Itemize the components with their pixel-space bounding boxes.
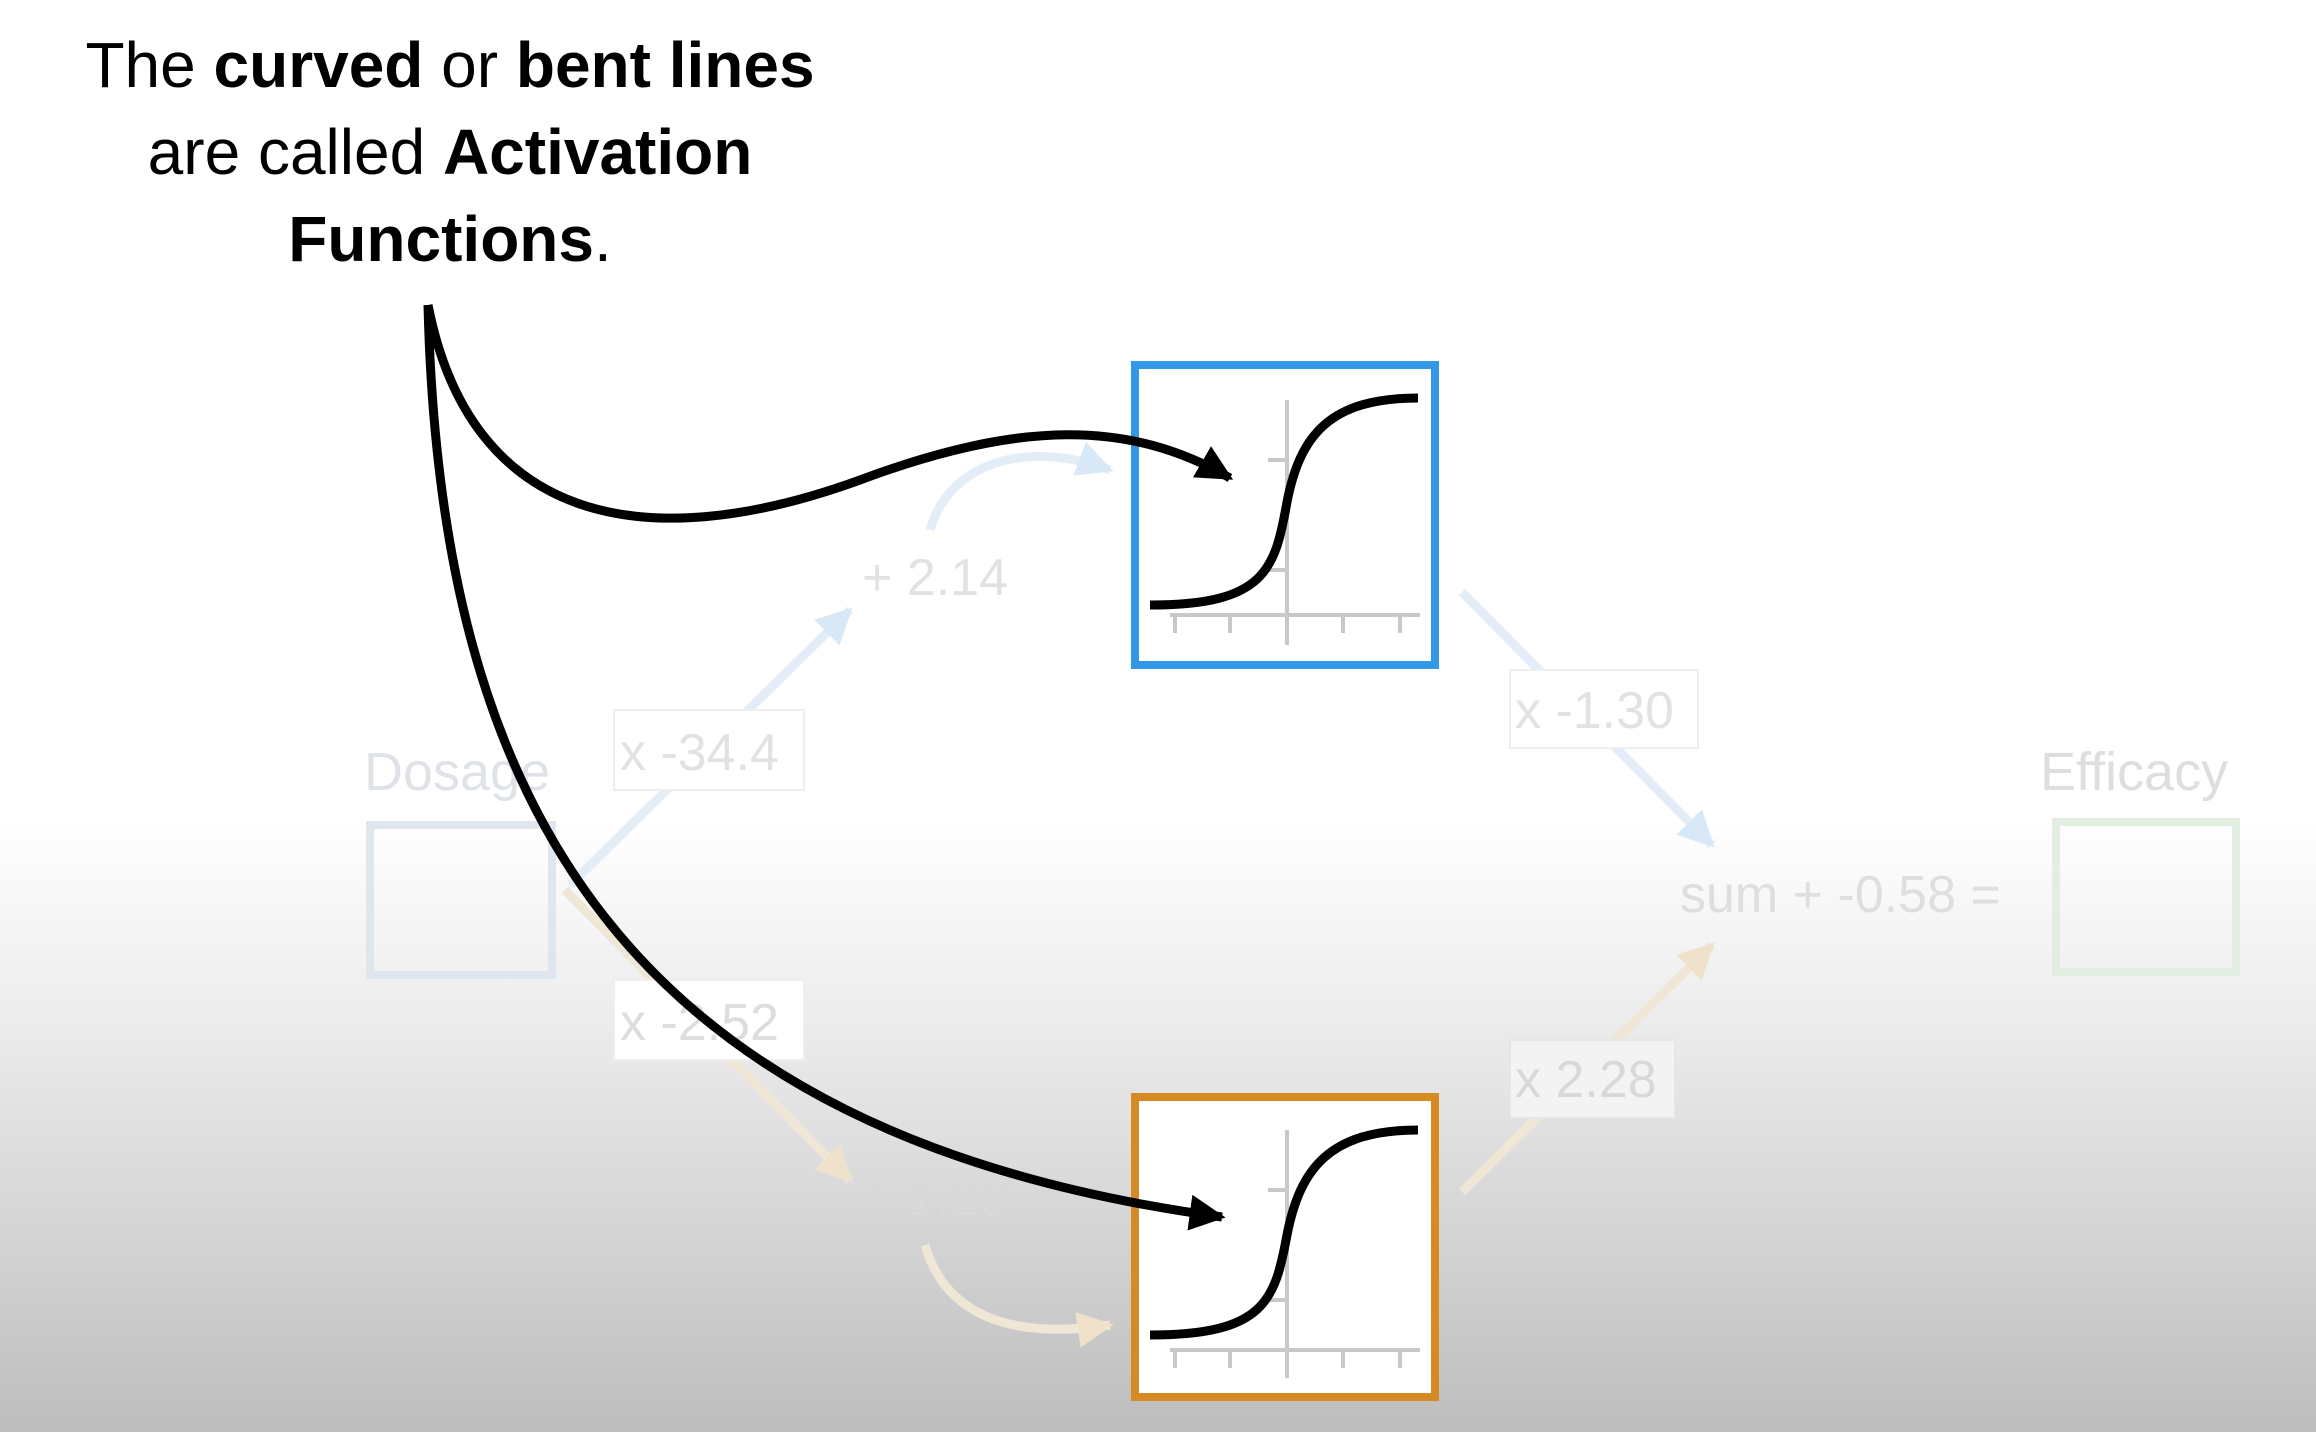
input-box <box>366 821 556 979</box>
caption-line-1: The curved or bent lines <box>85 29 815 101</box>
top-activation-curve <box>1149 393 1419 610</box>
top-bias-connection <box>925 441 1114 532</box>
caption-line-3: Functions. <box>288 203 612 275</box>
output-box <box>2052 818 2240 976</box>
output-label: Efficacy <box>2040 742 2228 802</box>
top-weight-label: x -34.4 <box>620 724 779 782</box>
bottom-out-weight-label: x 2.28 <box>1515 1051 1657 1109</box>
caption: The curved or bent lines are called Acti… <box>0 22 900 283</box>
top-bias-label: + 2.14 <box>862 549 1008 607</box>
arrow-to-bottom-node <box>423 304 1226 1231</box>
bottom-weight-label: x -2.52 <box>620 994 779 1052</box>
bottom-activation-node <box>1131 1093 1439 1401</box>
bottom-activation-curve <box>1149 1125 1419 1340</box>
caption-line-2: are called Activation <box>147 116 753 188</box>
top-weight-box <box>613 709 805 791</box>
faded-network: Dosage x -34.4 + 2.14 x -2.52 + 1.29 x -… <box>364 441 2240 1348</box>
top-out-weight-box <box>1509 669 1699 749</box>
top-out-weight-label: x -1.30 <box>1515 682 1674 740</box>
bottom-bias-connection <box>920 1243 1114 1348</box>
bottom-out-weight-box <box>1509 1039 1676 1119</box>
sum-label: sum + -0.58 = <box>1680 866 2001 924</box>
bottom-bias-label: + 1.29 <box>862 1169 1008 1227</box>
arrow-to-top-node <box>423 304 1234 523</box>
top-activation-node <box>1131 361 1439 669</box>
